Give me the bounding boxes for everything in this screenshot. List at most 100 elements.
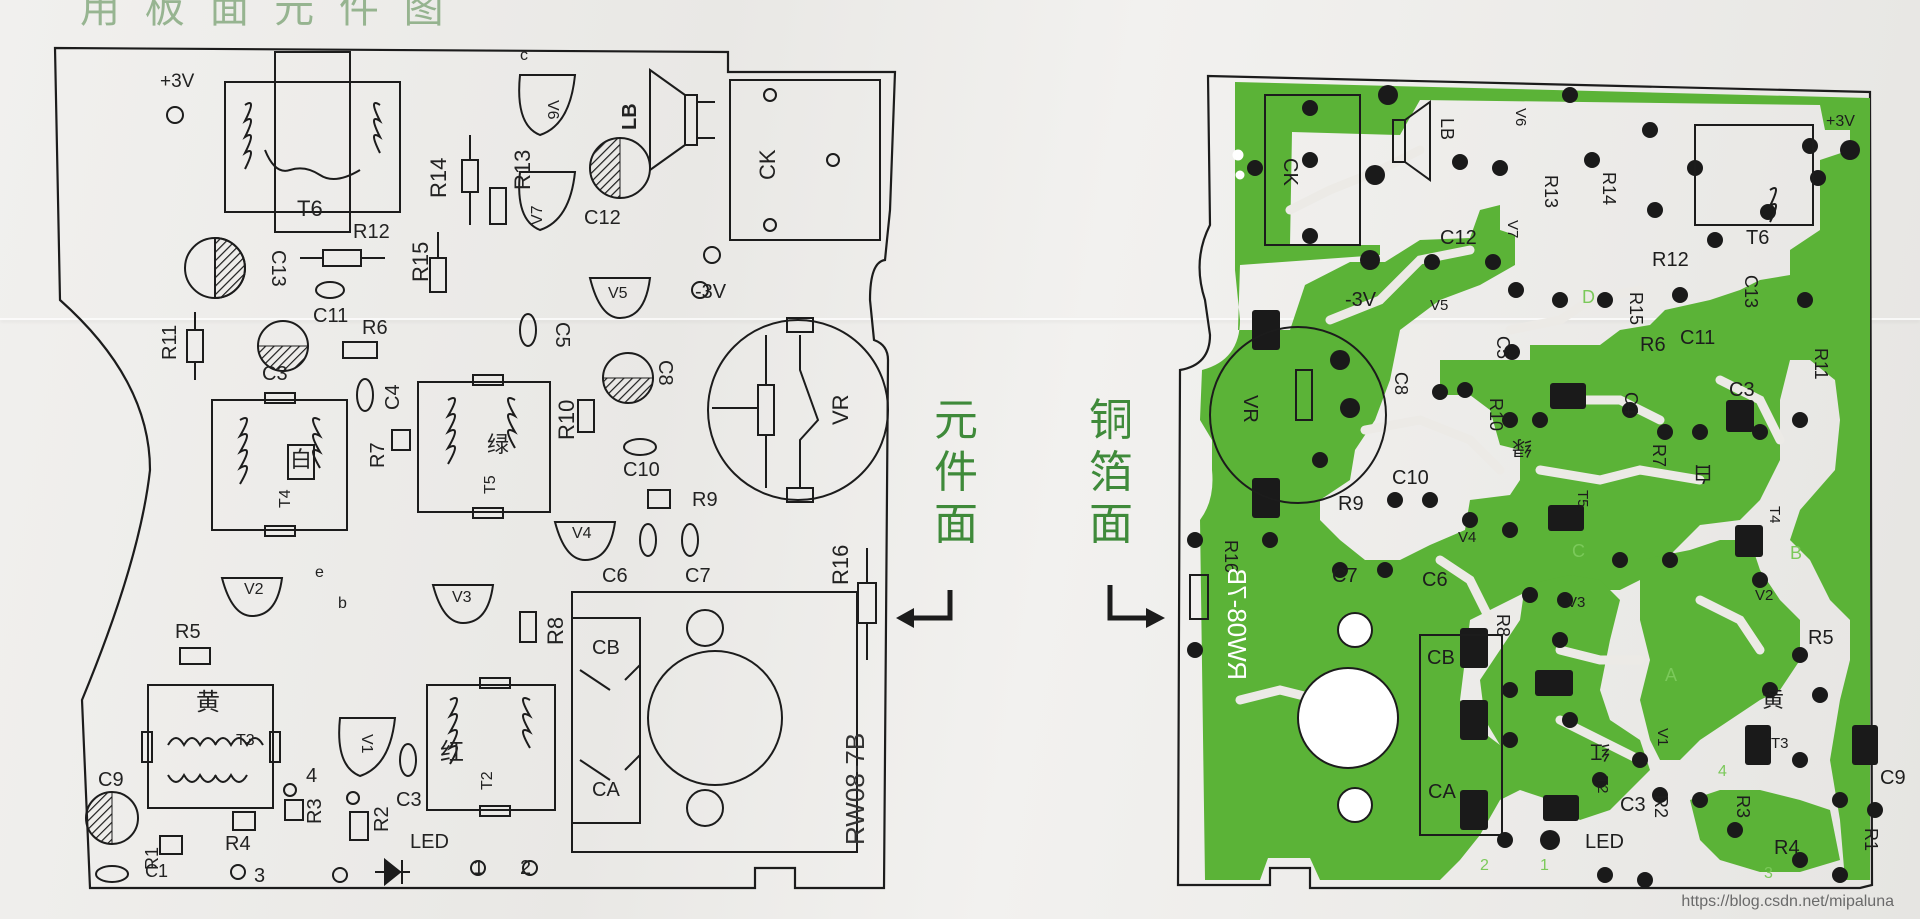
- cu-label-minus3v: -3V: [1345, 289, 1377, 311]
- cu-label-r6: R6: [1640, 334, 1666, 356]
- cu-label-r1: R1: [1861, 828, 1881, 852]
- copper-side-pointer-arrow: [1107, 585, 1165, 628]
- caption-char-2: 件: [934, 447, 978, 498]
- label-cb: CB: [592, 637, 620, 659]
- label-v4: V4: [572, 525, 592, 542]
- label-r8: R8: [543, 616, 568, 645]
- cu-label-v1: V1: [1654, 728, 1671, 747]
- label-n3: 3: [254, 865, 266, 887]
- label-minus3v: -3V: [695, 281, 727, 303]
- cu-label-n3: 3: [1764, 865, 1773, 882]
- label-c3b: C3: [396, 789, 422, 811]
- label-r13: R13: [510, 149, 535, 190]
- label-n2: 2: [520, 857, 532, 879]
- label-ck: CK: [755, 149, 780, 180]
- label-c11: C11: [313, 305, 349, 327]
- cu-label-c8: C8: [1391, 372, 1411, 396]
- copper-r16-outline: [1189, 574, 1209, 620]
- cu-label-r11: R11: [1811, 348, 1831, 380]
- label-v3: V3: [452, 589, 472, 606]
- copper-side-outline: [1176, 74, 1874, 890]
- c13-capacitor-symbol: [85, 137, 654, 845]
- cu-label-r10: R10: [1486, 398, 1506, 432]
- label-plus3v: +3V: [160, 71, 195, 92]
- copper-rect-pads: [1252, 310, 1878, 830]
- copper-vr-outline: [1209, 326, 1387, 504]
- cu-label-v5: V5: [1430, 297, 1449, 314]
- vr-volume-switch-symbol: [707, 317, 889, 503]
- watermark-url: https://blog.csdn.net/mipaluna: [1681, 893, 1894, 910]
- cu-label-v3: V3: [1567, 594, 1586, 611]
- label-v6: V6: [544, 100, 561, 120]
- cu-label-c3a: C3: [1729, 379, 1755, 401]
- label-r2: R2: [371, 806, 393, 832]
- cu-label-v2: V2: [1755, 587, 1774, 604]
- cu-label-r13: R13: [1541, 175, 1561, 209]
- label-pin-e: e: [315, 564, 324, 581]
- cu-label-c13: C13: [1741, 275, 1761, 309]
- copper-tuning-cap-outline: [1419, 634, 1503, 836]
- label-c3a: C3: [262, 363, 288, 385]
- cu-label-t3: T3: [1771, 735, 1789, 752]
- label-t6: T6: [297, 196, 323, 221]
- cu-label-r12: R12: [1652, 249, 1689, 271]
- copper-mount-holes: [1297, 612, 1399, 823]
- cu-label-c9: C9: [1880, 767, 1906, 789]
- label-c6: C6: [602, 565, 628, 587]
- component-side-pointer-arrow: [896, 590, 953, 628]
- caption-char-2: 箔: [1089, 447, 1133, 498]
- cu-label-r15: R15: [1626, 292, 1646, 326]
- copper-lb-speaker-outline: [1392, 100, 1431, 182]
- label-t3: T3: [236, 732, 255, 749]
- label-v5: V5: [608, 285, 628, 302]
- component-side-outline: [53, 46, 897, 890]
- cu-label-t4: T4: [1766, 506, 1783, 524]
- component-side-resistors: [159, 135, 877, 855]
- cu-label-n4: 4: [1718, 763, 1727, 780]
- label-c4: C4: [382, 384, 404, 410]
- copper-ck-outline: [1264, 94, 1361, 246]
- cu-label-ck: CK: [1279, 158, 1301, 186]
- cu-label-pt-c: C: [1572, 541, 1585, 561]
- label-v1: V1: [358, 734, 375, 754]
- cu-label-v6: V6: [1512, 108, 1529, 127]
- cu-label-vr: VR: [1239, 395, 1261, 423]
- cu-label-pt-a: A: [1665, 665, 1678, 685]
- label-n4: 4: [306, 765, 318, 787]
- label-v2: V2: [244, 581, 264, 598]
- label-c12: C12: [584, 207, 621, 229]
- label-r16: R16: [828, 544, 853, 585]
- label-r4: R4: [225, 833, 251, 855]
- label-r11: R11: [159, 324, 181, 360]
- component-side-transistors: [220, 74, 652, 778]
- label-t5: T5: [482, 475, 499, 494]
- copper-board-outline-right: [1232, 149, 1245, 180]
- cu-label-n1: 1: [1540, 857, 1549, 874]
- cu-label-pt-d: D: [1582, 287, 1595, 307]
- label-r10: R10: [554, 399, 579, 440]
- ck-earphone-jack-symbol: [729, 79, 881, 241]
- tuning-capacitor-block: [571, 591, 858, 853]
- cu-label-r3: R3: [1733, 795, 1753, 819]
- cu-label-r5: R5: [1808, 627, 1834, 649]
- caption-char-1: 元: [934, 395, 978, 446]
- cu-label-plus3v: +3V: [1826, 113, 1855, 130]
- label-vr: VR: [828, 394, 853, 425]
- cu-label-c5: C5: [1493, 336, 1513, 360]
- label-c5: C5: [551, 322, 573, 348]
- label-t4: T4: [277, 489, 294, 508]
- label-r12: R12: [353, 221, 390, 243]
- cu-label-lb: LB: [1437, 118, 1457, 141]
- label-led: LED: [410, 831, 449, 853]
- cu-label-c7: C7: [1332, 565, 1358, 587]
- cu-label-r7: R7: [1649, 444, 1669, 468]
- label-t2: T2: [479, 771, 496, 790]
- label-t3-mark: 黄: [196, 688, 220, 716]
- label-n1: 1: [473, 857, 485, 879]
- led-symbol: [375, 857, 410, 887]
- label-c13: C13: [267, 250, 289, 287]
- copper-side-board-model: RW08-7B: [1222, 567, 1252, 680]
- cu-label-r4: R4: [1774, 837, 1800, 859]
- cu-label-c3b: C3: [1620, 794, 1646, 816]
- cu-label-ca: CA: [1428, 781, 1456, 803]
